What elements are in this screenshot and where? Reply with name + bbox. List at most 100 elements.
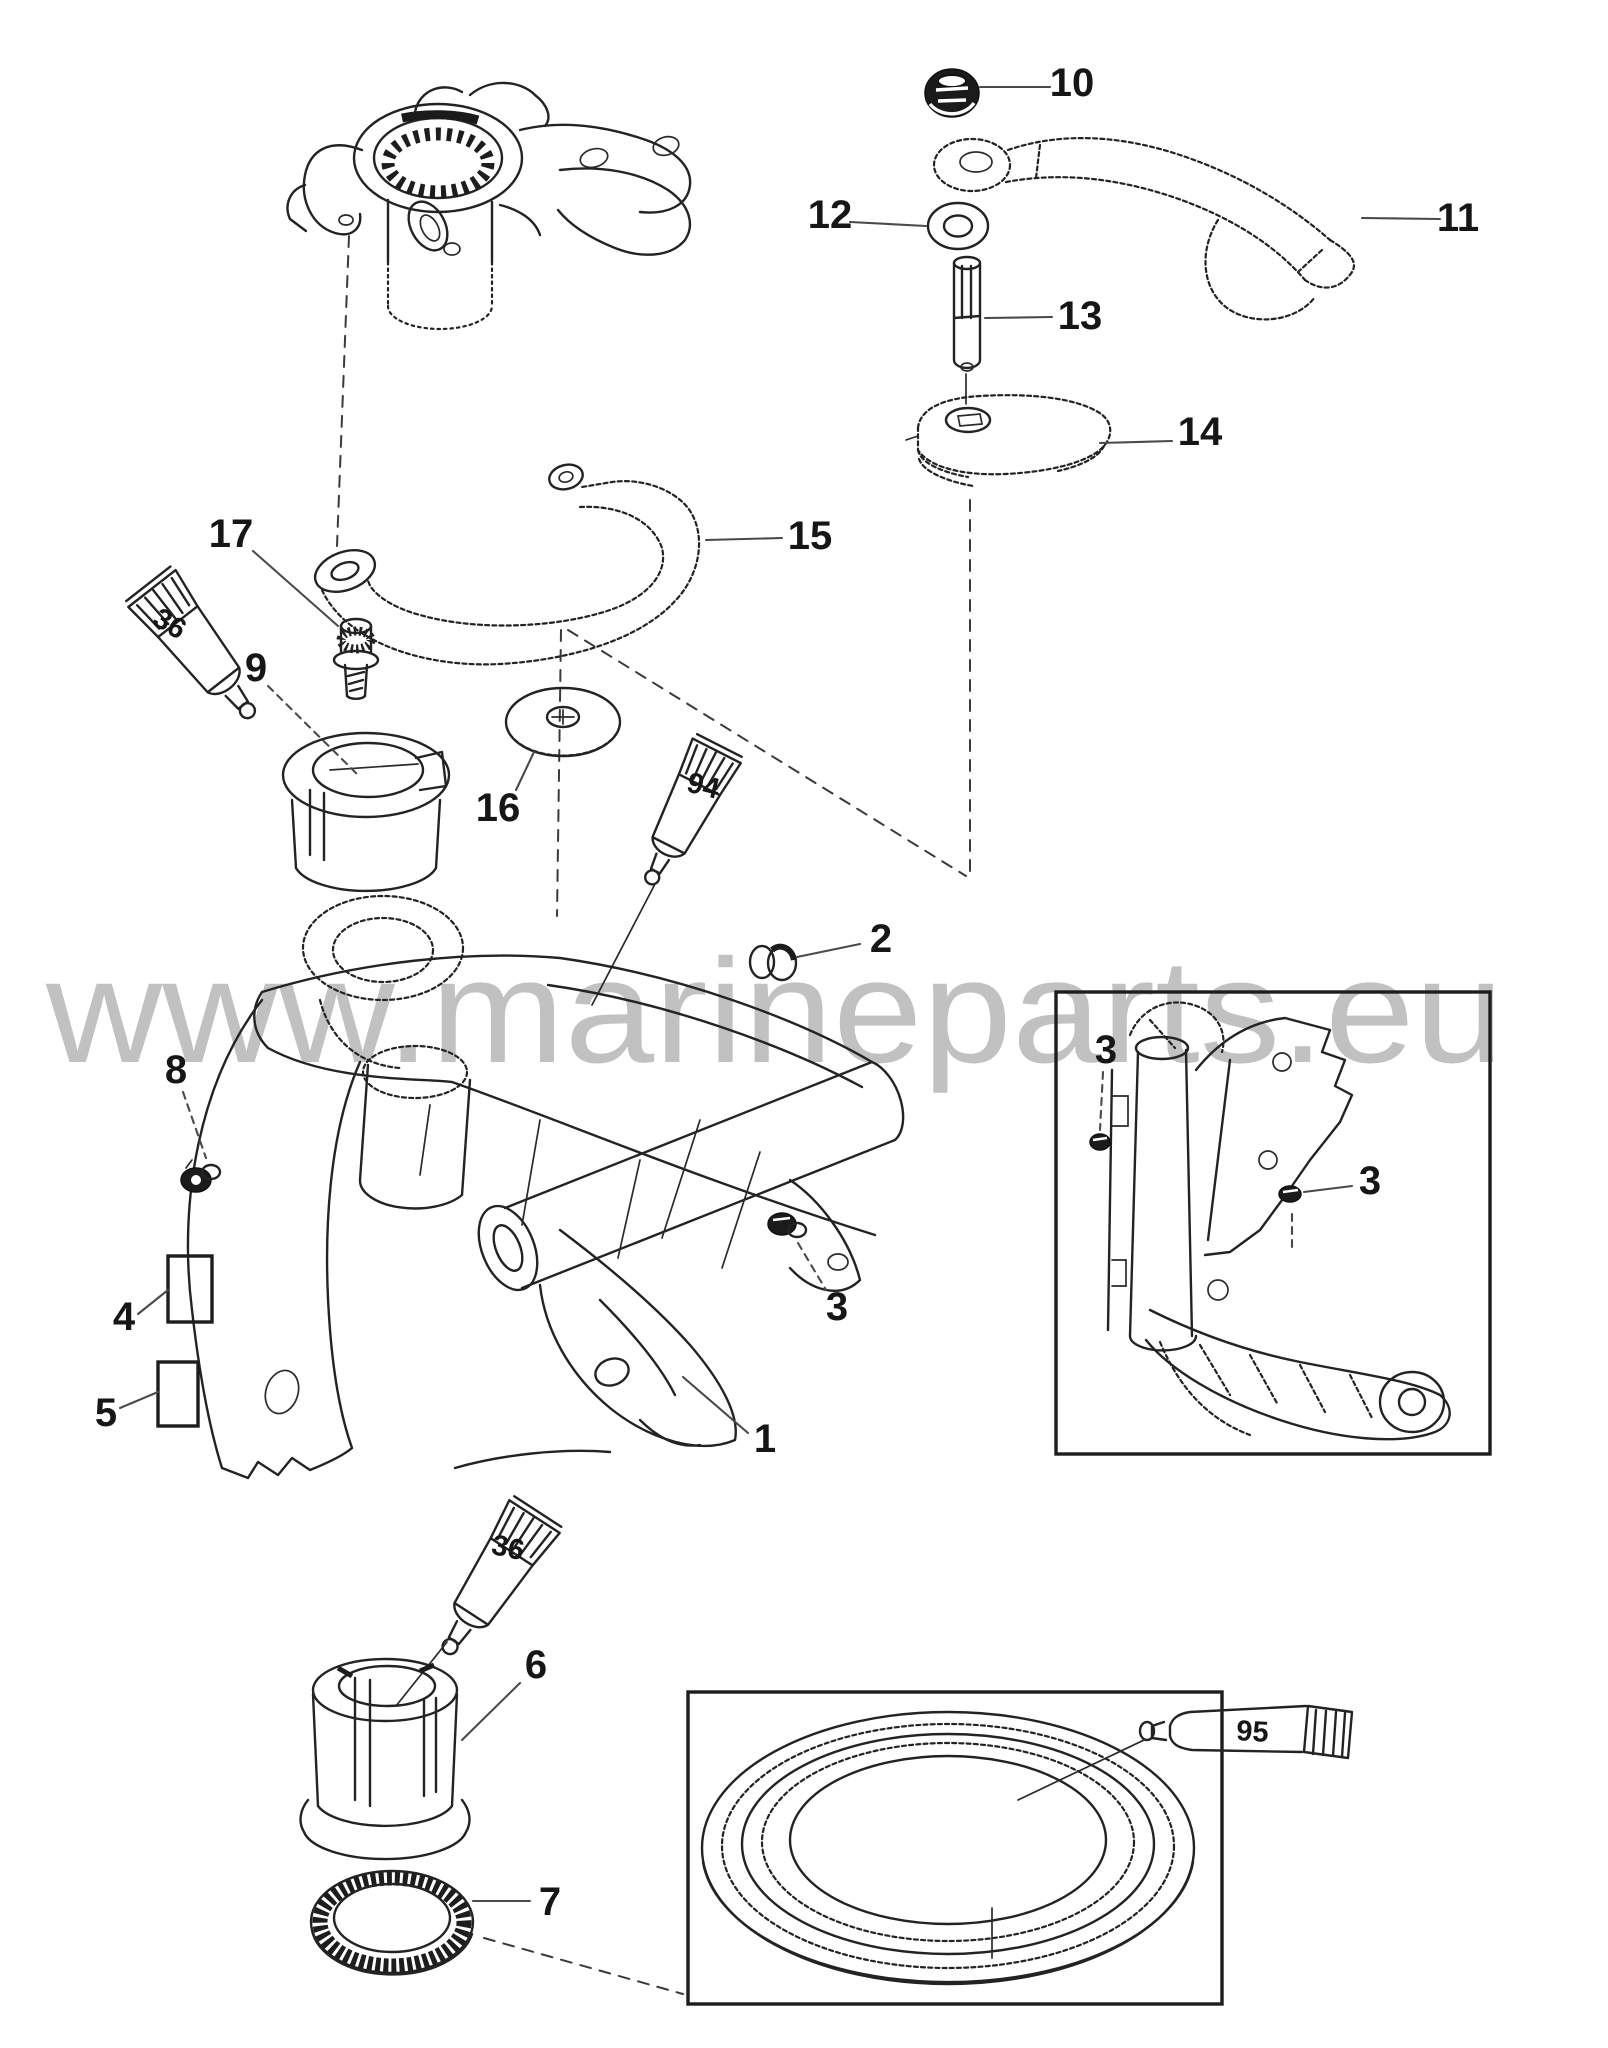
bushing6-slot-marks (336, 1662, 435, 1679)
housing-front-port-inner (419, 214, 441, 242)
callout-14: 14 (1178, 410, 1223, 454)
callout-2: 2 (870, 917, 892, 961)
inset-top-pulley (1128, 1001, 1225, 1054)
callout-3: 3 (1095, 1028, 1117, 1072)
callout-12: 12 (808, 193, 853, 237)
callout-3: 3 (1359, 1159, 1381, 1203)
bolt17-shank (343, 663, 369, 700)
tube36l-tip (441, 1637, 459, 1656)
inset-arm-hatch (1158, 1340, 1374, 1437)
housing-front-port (407, 200, 449, 252)
seal7-ring (312, 1870, 472, 1974)
callout-4: 4 (113, 1295, 136, 1339)
inset-cylinder-tabs (1111, 1095, 1129, 1287)
seal95-bore (788, 1754, 1108, 1926)
leader-9 (266, 684, 362, 779)
seal7-inner-edge (332, 1882, 452, 1954)
washer16-rim (505, 726, 621, 757)
arm-end-pouch (1204, 218, 1317, 321)
part-pivot-pin-13 (952, 255, 982, 405)
bracket-right-lug (788, 1178, 862, 1292)
leader-14 (1098, 439, 1174, 445)
leader-6 (460, 1681, 522, 1742)
arm-pivot-hole (959, 151, 993, 173)
part-screw-3-main (767, 1212, 808, 1239)
screw3-facet (772, 1216, 791, 1222)
washer12-hole (942, 214, 974, 238)
inset-plate-hole-2 (1258, 1150, 1278, 1170)
leader-3-main (796, 1241, 828, 1292)
housing-dark-top-arc (401, 110, 480, 125)
bracket-pivot-tube (503, 1060, 905, 1290)
callout-3: 3 (826, 1285, 848, 1329)
bushing9-flange (281, 731, 451, 819)
tube36u-tip (238, 701, 257, 720)
tube36l-apply-line (395, 1641, 448, 1707)
leader-17 (251, 549, 340, 628)
bolt17-knurl (336, 626, 376, 654)
bushing9-inner-line (329, 763, 419, 771)
plate14-slot-inner (905, 413, 984, 441)
bracket-mid-boss (358, 1063, 472, 1210)
inset-screw-3-left-slot (1092, 1136, 1108, 1142)
ring2-front (748, 944, 776, 980)
washer16-hole (545, 705, 581, 729)
cring-eyelet (313, 549, 377, 593)
ring2-dark-arc (769, 943, 797, 961)
leader-5 (118, 1390, 160, 1410)
bushing9-body (290, 788, 442, 893)
grease-tube-36-lower (441, 1495, 563, 1656)
leader-12 (848, 220, 928, 228)
callout-9: 9 (245, 646, 267, 690)
housing-spline-teeth (381, 127, 495, 199)
inset-side-view-frame (1054, 990, 1492, 1456)
tube95-apply-line (1017, 1739, 1145, 1801)
inset-cylinder (1106, 1048, 1198, 1352)
housing-cylinder (386, 198, 542, 264)
part-steering-arm-11 (932, 137, 1356, 321)
grease-tube-36-upper (125, 565, 257, 720)
part-gimbal-housing (286, 81, 692, 331)
inset-plate-hole-1 (1272, 1052, 1292, 1072)
cring-outer-edge (320, 480, 701, 666)
tube-label-94: 94 (684, 767, 723, 806)
screw8-collar (200, 1163, 222, 1181)
part-washer-12 (926, 201, 990, 251)
seal95-outer (700, 1710, 1196, 1986)
leader-11 (1360, 216, 1442, 221)
callout-5: 5 (95, 1391, 117, 1435)
washer16-cross (551, 709, 575, 725)
bracket-pivot-tube-bore (492, 1224, 524, 1272)
bracket-right-lug-hole (827, 1253, 849, 1271)
tube95-body (1150, 1704, 1354, 1760)
inset-screw-3-right-slot (1282, 1188, 1299, 1194)
housing-bearing-rim-outer (352, 102, 524, 214)
callout-1: 1 (754, 1417, 776, 1461)
bracket-pivot-tube-end (477, 1204, 539, 1292)
callout-8: 8 (165, 1048, 187, 1092)
callout-10: 10 (1050, 61, 1095, 105)
projection-line-housing-to-cring (336, 235, 350, 547)
inset-pivot-dot (1207, 1279, 1229, 1301)
part-shoulder-bolt-17 (332, 617, 380, 700)
leader-4 (136, 1288, 170, 1316)
housing-right-hole-2 (652, 135, 680, 157)
cring-tip-hole (558, 470, 574, 484)
callout-6: 6 (525, 1643, 547, 1687)
cring-eyelet-hole (330, 560, 360, 582)
inset-screw-3-right (1278, 1185, 1302, 1203)
arm-end-cap (1296, 238, 1356, 289)
washer12-outer (926, 201, 990, 251)
bushing6-body (311, 1676, 459, 1828)
part-decal-5 (156, 1360, 200, 1428)
part-bushing-6 (299, 1657, 471, 1861)
bracket-mid-boss-top (361, 1044, 469, 1100)
bushing6-bore (337, 1664, 437, 1708)
leader-2 (795, 942, 862, 959)
cring-tip-eyelet (548, 463, 584, 491)
bushing9-slot (414, 750, 448, 792)
